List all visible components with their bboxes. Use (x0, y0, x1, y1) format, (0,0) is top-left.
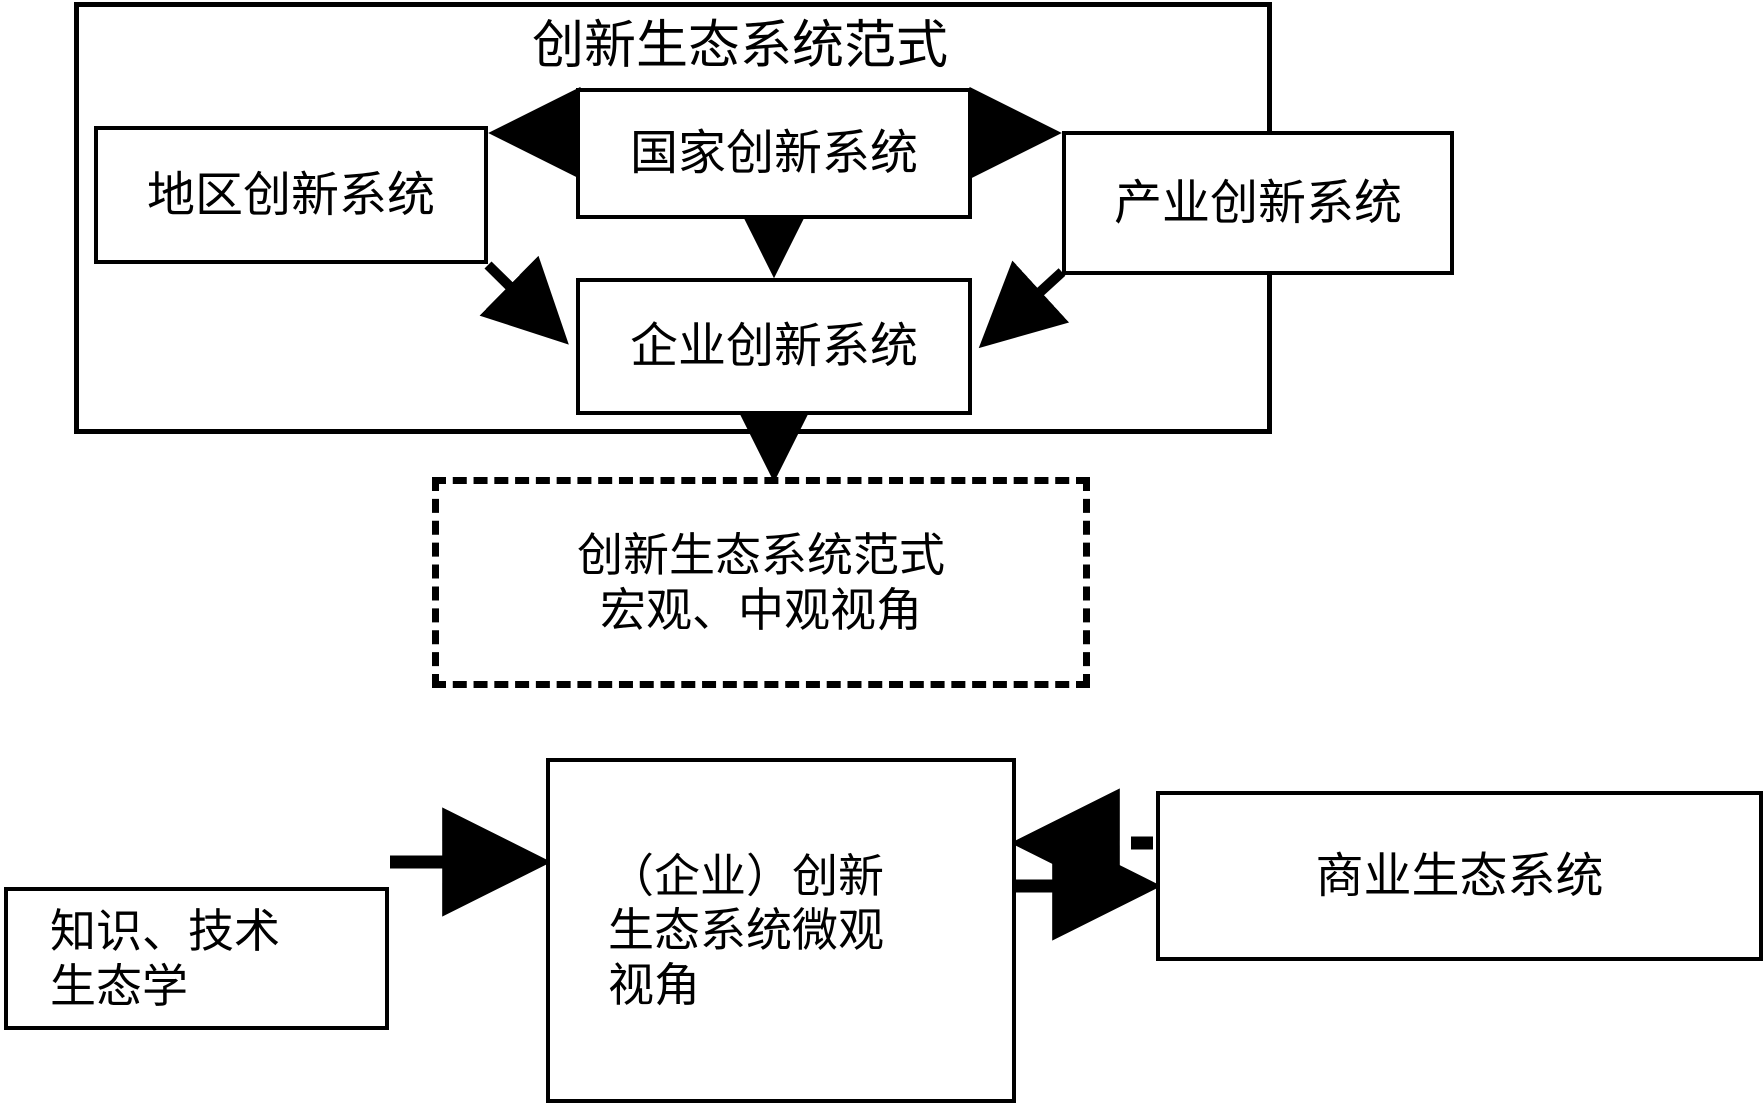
box-enterprise-innovation-system[interactable]: 企业创新系统 (576, 278, 972, 415)
box-macro-meso-perspective[interactable]: 创新生态系统范式 宏观、中观视角 (432, 477, 1090, 688)
box-knowledge-technology-ecology[interactable]: 知识、技术 生态学 (4, 887, 389, 1030)
box-national-innovation-system[interactable]: 国家创新系统 (576, 88, 972, 219)
box-enterprise-innovation-ecosystem-micro-perspective[interactable]: （企业）创新 生态系统微观 视角 (546, 758, 1016, 1103)
box-business-ecosystem[interactable]: 商业生态系统 (1156, 791, 1763, 961)
paradigm-title: 创新生态系统范式 (531, 16, 948, 76)
box-industry-innovation-system[interactable]: 产业创新系统 (1062, 131, 1454, 275)
box-regional-innovation-system[interactable]: 地区创新系统 (94, 126, 488, 264)
